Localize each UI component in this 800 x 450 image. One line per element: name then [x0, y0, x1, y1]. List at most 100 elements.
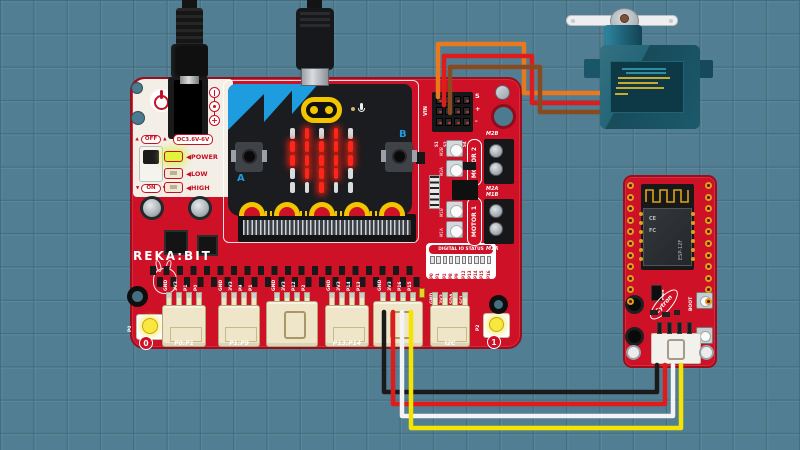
through-hole — [705, 216, 712, 224]
socket-pins — [243, 220, 411, 235]
port-connector-grove[interactable] — [266, 301, 318, 347]
through-hole — [705, 251, 712, 259]
servo-header-pin[interactable] — [454, 118, 461, 126]
edge-connector-socket[interactable] — [238, 214, 416, 242]
castellation-pad — [639, 212, 643, 216]
corner-badge-0: 0 — [139, 336, 153, 350]
led-off — [348, 128, 353, 139]
port-connector-P13:P14[interactable] — [325, 305, 369, 347]
grove-wire-black[interactable] — [381, 309, 660, 395]
led-on — [348, 141, 353, 153]
castellation-pad — [691, 230, 695, 234]
led-on — [319, 168, 324, 180]
io-status-led — [455, 256, 460, 264]
servo-header-pin[interactable] — [436, 107, 443, 115]
terminal-screw[interactable] — [489, 222, 503, 236]
servo-header-pin[interactable] — [436, 118, 443, 126]
power-switch-knob[interactable] — [143, 150, 159, 164]
on-label: ON — [141, 183, 161, 193]
io-status-title: DIGITAL IO STATUS — [429, 245, 493, 254]
led-off — [290, 181, 295, 193]
smd-ic — [651, 285, 662, 301]
terminal-screw[interactable] — [489, 204, 503, 218]
header-pin — [677, 322, 682, 334]
servo-header-pin[interactable] — [454, 107, 461, 115]
castellation-pad — [639, 230, 643, 234]
header-pin — [687, 322, 692, 334]
through-hole — [627, 274, 634, 282]
dc-jack-bore — [174, 80, 202, 134]
motor-test-button-m2a[interactable] — [446, 160, 463, 177]
terminal-screw[interactable] — [489, 144, 503, 158]
mounting-hole — [131, 111, 145, 125]
inductor — [164, 230, 188, 255]
header-pin — [657, 322, 662, 334]
resistor-array — [429, 175, 440, 209]
servo-shaft — [620, 14, 629, 23]
port-connector-I2C[interactable] — [430, 305, 470, 347]
servo-header-pin[interactable] — [463, 96, 470, 104]
status-led-power — [164, 151, 183, 162]
motor-test-button-m1b[interactable] — [446, 201, 463, 218]
servo-header-pin[interactable] — [445, 118, 452, 126]
terminal-screw[interactable] — [489, 162, 503, 176]
grove-wire-red[interactable] — [390, 309, 668, 407]
m1a-label: M1A — [486, 246, 499, 252]
status-led-slot — [170, 185, 177, 189]
servo-wire-orange[interactable] — [435, 41, 603, 100]
inductor — [197, 235, 218, 256]
through-hole — [627, 193, 634, 201]
led-off — [319, 128, 324, 139]
motor-test-button-m2b[interactable] — [446, 140, 463, 157]
port-label: P1:P9 — [229, 340, 249, 347]
button-b[interactable] — [381, 142, 417, 172]
smd-component — [662, 312, 670, 317]
smd-component — [452, 162, 476, 170]
servo-wire-brown[interactable] — [447, 64, 603, 116]
grove-wire-yellow[interactable] — [408, 309, 684, 431]
power-switch[interactable] — [139, 146, 163, 182]
off-label: OFF — [140, 134, 162, 144]
led-on — [333, 128, 339, 139]
touch-logo[interactable] — [301, 97, 342, 123]
castellation-pad — [691, 221, 695, 225]
transistor-row — [150, 277, 420, 287]
connector-keyhole — [284, 311, 306, 339]
io-status-led — [467, 256, 473, 264]
castellation-pad — [639, 239, 643, 243]
port-connector-P1:P9[interactable] — [218, 305, 260, 347]
port-connector-P0:P1[interactable] — [162, 305, 206, 347]
mounting-hole-center — [132, 291, 143, 302]
capacitor — [140, 196, 164, 220]
mounting-hole — [131, 82, 143, 94]
motor-driver-ic — [452, 180, 478, 200]
m2a-label: M2A — [486, 186, 499, 192]
servo-header-pin[interactable] — [463, 118, 470, 126]
dc-jack[interactable] — [168, 77, 208, 139]
through-hole — [627, 228, 634, 236]
castellation-pad — [691, 257, 695, 261]
usb-plug-body[interactable] — [296, 8, 334, 70]
motor-test-button-m1a[interactable] — [446, 221, 463, 238]
smd-component — [650, 310, 658, 315]
servo-header-pin[interactable] — [454, 96, 461, 104]
servo-label-panel — [610, 61, 684, 113]
io-status-led — [461, 256, 467, 264]
castellation-pad — [639, 221, 643, 225]
dc-plug-barrel[interactable] — [171, 44, 208, 78]
servo-wire-red[interactable] — [441, 53, 603, 108]
servo-tab-left — [584, 59, 601, 78]
led-on — [333, 154, 339, 166]
servo-header-row-label: S — [475, 92, 480, 100]
servo-header-pin[interactable] — [463, 107, 470, 115]
edge-pad-hole — [349, 207, 365, 216]
through-hole — [627, 263, 634, 271]
led-off — [290, 168, 295, 180]
dc-plug-collar — [180, 76, 199, 84]
button-a[interactable] — [231, 142, 267, 172]
status-led-label: ◀POWER — [186, 153, 218, 161]
grove-wire-white[interactable] — [399, 309, 676, 419]
